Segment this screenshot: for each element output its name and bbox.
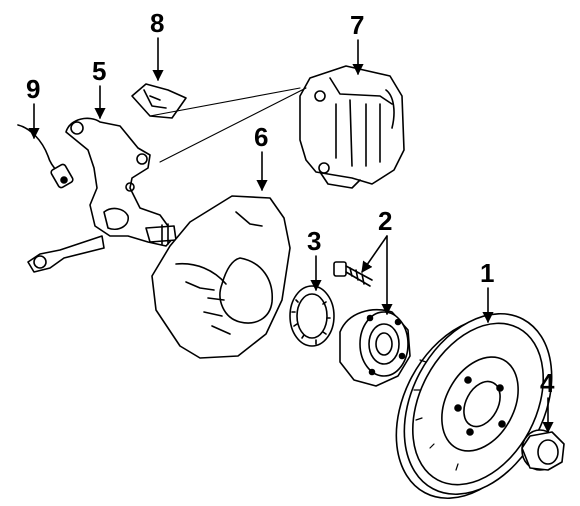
callout-9: 9 [26,74,40,104]
abs-sensor-part [17,124,74,189]
steering-knuckle-part [27,117,177,273]
callout-5: 5 [92,56,106,86]
assembly-leader-lines [149,87,307,163]
callout-1: 1 [480,258,494,288]
callout-4: 4 [540,368,555,398]
bracket-part [131,83,187,119]
hub-nut-part [521,429,565,471]
splash-shield-part [151,195,291,359]
leader-2a [361,235,388,273]
callout-8: 8 [150,8,164,38]
callout-2: 2 [378,206,392,236]
caliper-part [299,65,405,189]
callout-7: 7 [350,10,364,40]
callout-6: 6 [254,122,268,152]
tone-ring-part [289,285,335,347]
callout-numbers: 1 2 3 4 5 6 7 8 9 [26,8,555,398]
hub-bolt-part [333,261,373,287]
hub-bearing-part [339,309,411,387]
callout-leaders [28,37,554,434]
callout-3: 3 [307,226,321,256]
brake-rotor-part [395,312,553,500]
